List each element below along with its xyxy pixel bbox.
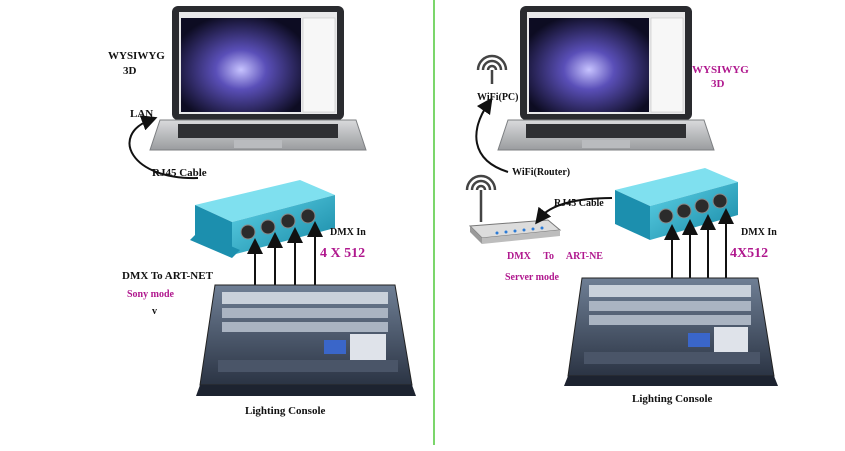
- laptop-right: [497, 6, 715, 151]
- wifi-router-label: WiFi(Router): [512, 167, 571, 178]
- rj45-cable-label-left: RJ45 Cable: [152, 167, 207, 179]
- wifi-router-icon: [465, 174, 497, 222]
- lan-cable-left: [128, 115, 199, 180]
- wifi-link-arrow: [475, 97, 509, 173]
- mode-label-left: Sony mode: [127, 289, 174, 300]
- dmx-arrows-right: [664, 208, 734, 280]
- wifi-pc-label: WiFi(PC): [477, 92, 519, 103]
- router-device: [468, 219, 562, 244]
- dmx-universes-label-left: 4 X 512: [320, 246, 366, 261]
- software-label-line1-left: WYSIWYG: [108, 50, 165, 62]
- mode-label-right: Server mode: [505, 272, 559, 283]
- laptop-left: [149, 6, 367, 151]
- artnet-node-left: [190, 180, 335, 258]
- node-label-left: DMX To ART-NET: [122, 270, 213, 282]
- dmx-in-label-left: DMX In: [330, 227, 366, 238]
- software-label-line2-left: 3D: [123, 65, 137, 77]
- console-label-right: Lighting Console: [632, 393, 713, 405]
- dmx-arrows-left: [247, 221, 323, 290]
- artnet-node-right: [615, 168, 738, 240]
- dmx-in-label-right: DMX In: [741, 227, 777, 238]
- software-label-line2-right: 3D: [711, 78, 725, 90]
- console-label-left: Lighting Console: [245, 405, 326, 417]
- rj45-cable-right: [535, 197, 613, 225]
- dmx-universes-label-right: 4X512: [730, 246, 769, 261]
- wifi-pc-icon: [476, 54, 508, 84]
- lighting-console-left: [196, 284, 416, 396]
- stray-mark-left: v: [152, 306, 157, 317]
- lan-label: LAN: [130, 108, 154, 120]
- panel-divider: [433, 0, 435, 445]
- software-label-line1-right: WYSIWYG: [692, 64, 749, 76]
- rj45-cable-label-right: RJ45 Cable: [554, 198, 604, 209]
- lighting-console-right: [564, 277, 778, 386]
- node-label-right: DMX To ART-NE: [507, 251, 603, 262]
